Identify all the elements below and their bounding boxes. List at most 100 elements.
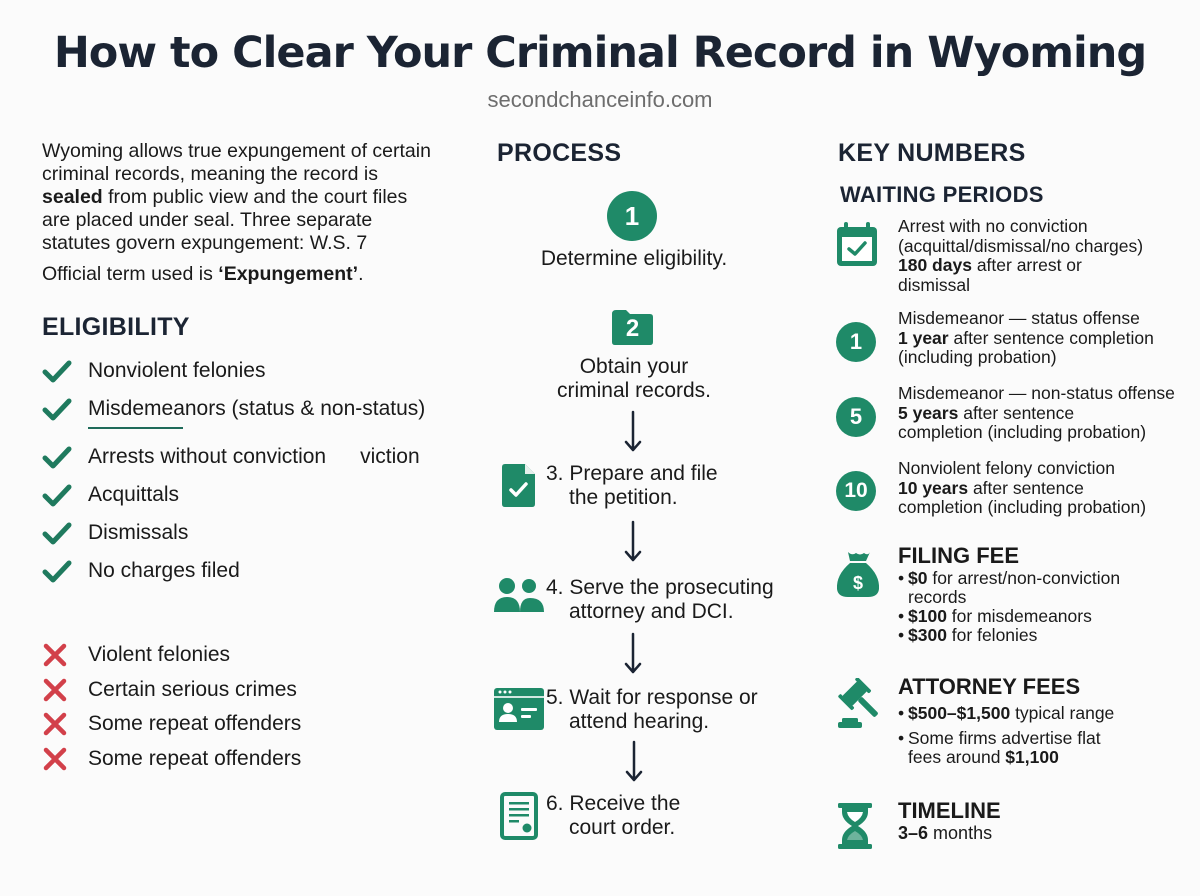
step-6-text: 6. Receive the court order. <box>546 792 680 840</box>
timeline-content: TIMELINE 3–6 months <box>898 798 1001 850</box>
divider-line <box>88 427 183 429</box>
step-3-text: 3. Prepare and file the petition. <box>546 462 718 510</box>
ineligible-label: Violent felonies <box>88 643 231 667</box>
ineligible-label: Certain serious crimes <box>88 677 297 701</box>
step-2-number: 2 <box>625 315 640 342</box>
cross-icon <box>42 711 88 737</box>
waiting-period-item: Arrest with no conviction (acquittal/dis… <box>836 216 1186 295</box>
step-5-line: attend hearing. <box>569 710 710 733</box>
step-1-badge: 1 <box>607 191 657 241</box>
fee-cont-text: fees around <box>908 747 1006 767</box>
eligible-label: No charges filed <box>88 559 240 582</box>
folder-icon <box>610 308 655 346</box>
badge-wrap: 1 <box>836 309 898 368</box>
eligible-item: Arrests without conviction viction <box>42 438 472 476</box>
waiting-period-item: 1 Misdemeanor — status offense 1 year af… <box>836 308 1186 368</box>
step-4-line: attorney and DCI. <box>569 600 734 623</box>
attorney-fees-heading: ATTORNEY FEES <box>898 674 1081 699</box>
timeline-section: TIMELINE 3–6 months <box>836 798 1186 850</box>
ineligible-item: Some repeat offenders <box>42 707 472 742</box>
filing-fee-section: $ FILING FEE •$0 for arrest/non-convicti… <box>836 543 1186 645</box>
step-6-line: court order. <box>569 816 676 839</box>
step-6-line: 6. Receive the <box>546 792 681 815</box>
filing-fee-heading: FILING FEE <box>898 543 1019 568</box>
eligible-label-artifact: viction <box>360 445 420 468</box>
waiting-title: Misdemeanor — status offense <box>898 308 1140 328</box>
calendar-check-icon <box>836 217 898 295</box>
svg-text:$: $ <box>853 573 863 593</box>
official-term: Official term used is ‘Expungement’. <box>42 263 462 286</box>
fee-desc: Some firms advertise flat <box>908 728 1101 748</box>
number-badge-icon: 10 <box>836 471 876 511</box>
fee-desc: typical range <box>1010 703 1115 723</box>
waiting-rest2: completion (including probation) <box>898 497 1147 517</box>
eligible-item: Dismissals <box>42 514 472 552</box>
term-suffix: . <box>358 263 364 285</box>
waiting-detail: 10 years after sentence <box>898 478 1146 499</box>
money-bag-icon: $ <box>836 543 898 645</box>
waiting-duration: 1 year <box>898 327 949 348</box>
waiting-period-item: 5 Misdemeanor — non-status offense 5 yea… <box>836 383 1186 443</box>
gavel-icon <box>836 674 898 767</box>
bullet-dot: • <box>898 606 905 626</box>
timeline-range: 3–6 <box>898 823 929 843</box>
down-arrow-icon <box>624 632 642 674</box>
eligible-item: No charges filed <box>42 552 472 590</box>
ineligible-item: Certain serious crimes <box>42 673 472 708</box>
checkmark-icon <box>42 359 88 383</box>
cross-icon <box>42 746 88 772</box>
checkmark-icon <box>42 445 88 469</box>
ineligible-label: Some repeat offenders <box>88 712 302 736</box>
cross-icon <box>42 642 88 668</box>
site-url: secondchanceinfo.com <box>487 87 713 112</box>
cross-icon <box>42 677 88 703</box>
down-arrow-icon <box>624 520 642 562</box>
waiting-duration: 180 days <box>898 255 972 275</box>
flat-fee-amount: $1,100 <box>1005 747 1059 767</box>
eligible-label: Misdemeanors (status & non-status) <box>88 397 426 420</box>
timeline-heading: TIMELINE <box>898 798 1001 823</box>
waiting-rest: after sentence <box>958 402 1075 423</box>
bullet-dot: • <box>898 728 905 748</box>
waiting-rest: after arrest or <box>971 255 1082 275</box>
id-card-window-icon <box>492 686 546 730</box>
fee-desc: for felonies <box>946 625 1038 645</box>
fee-desc-cont: fees around $1,100 <box>898 748 1114 767</box>
waiting-period-text: Misdemeanor — non-status offense 5 years… <box>898 383 1175 443</box>
waiting-rest: after sentence completion <box>948 327 1154 348</box>
ineligible-item: Some repeat offenders <box>42 742 472 777</box>
waiting-duration: 5 years <box>898 402 959 423</box>
eligibility-heading: ELIGIBILITY <box>42 313 190 341</box>
checkmark-icon <box>42 559 88 583</box>
waiting-periods-heading: WAITING PERIODS <box>840 182 1044 207</box>
people-icon <box>492 576 546 614</box>
fee-amount: $300 <box>908 625 947 645</box>
waiting-rest2: (including probation) <box>898 347 1057 367</box>
filing-fee-bullet: •$300 for felonies <box>898 626 1120 645</box>
step-3-line: the petition. <box>569 486 678 509</box>
eligible-label: Dismissals <box>88 521 189 544</box>
checkmark-icon <box>42 397 88 421</box>
step-5-text: 5. Wait for response or attend hearing. <box>546 686 758 734</box>
eligible-label: Acquittals <box>88 483 180 506</box>
step-2-text: Obtain your criminal records. <box>494 355 774 403</box>
checkmark-icon <box>42 483 88 507</box>
eligible-label: Arrests without conviction <box>88 445 327 468</box>
attorney-fees-content: ATTORNEY FEES •$500–$1,500 typical range… <box>898 674 1114 767</box>
certificate-icon <box>492 792 546 840</box>
document-check-icon <box>492 462 546 508</box>
step-5-line: 5. Wait for response or <box>546 686 758 709</box>
intro-line: are placed under seal. Three separate <box>42 209 373 231</box>
step-1-text: Determine eligibility. <box>540 247 728 270</box>
fee-desc: for misdemeanors <box>946 606 1092 626</box>
waiting-period-text: Arrest with no conviction (acquittal/dis… <box>898 216 1143 295</box>
down-arrow-icon <box>624 410 642 452</box>
eligible-item: Misdemeanors (status & non-status) <box>42 390 472 428</box>
timeline-value: 3–6 months <box>898 824 1001 843</box>
ineligible-label: Some repeat offenders <box>88 746 302 770</box>
waiting-detail: 180 days after arrest or <box>898 255 1143 276</box>
waiting-period-text: Nonviolent felony conviction 10 years af… <box>898 458 1147 518</box>
fee-desc: for arrest/non-conviction <box>927 568 1121 588</box>
